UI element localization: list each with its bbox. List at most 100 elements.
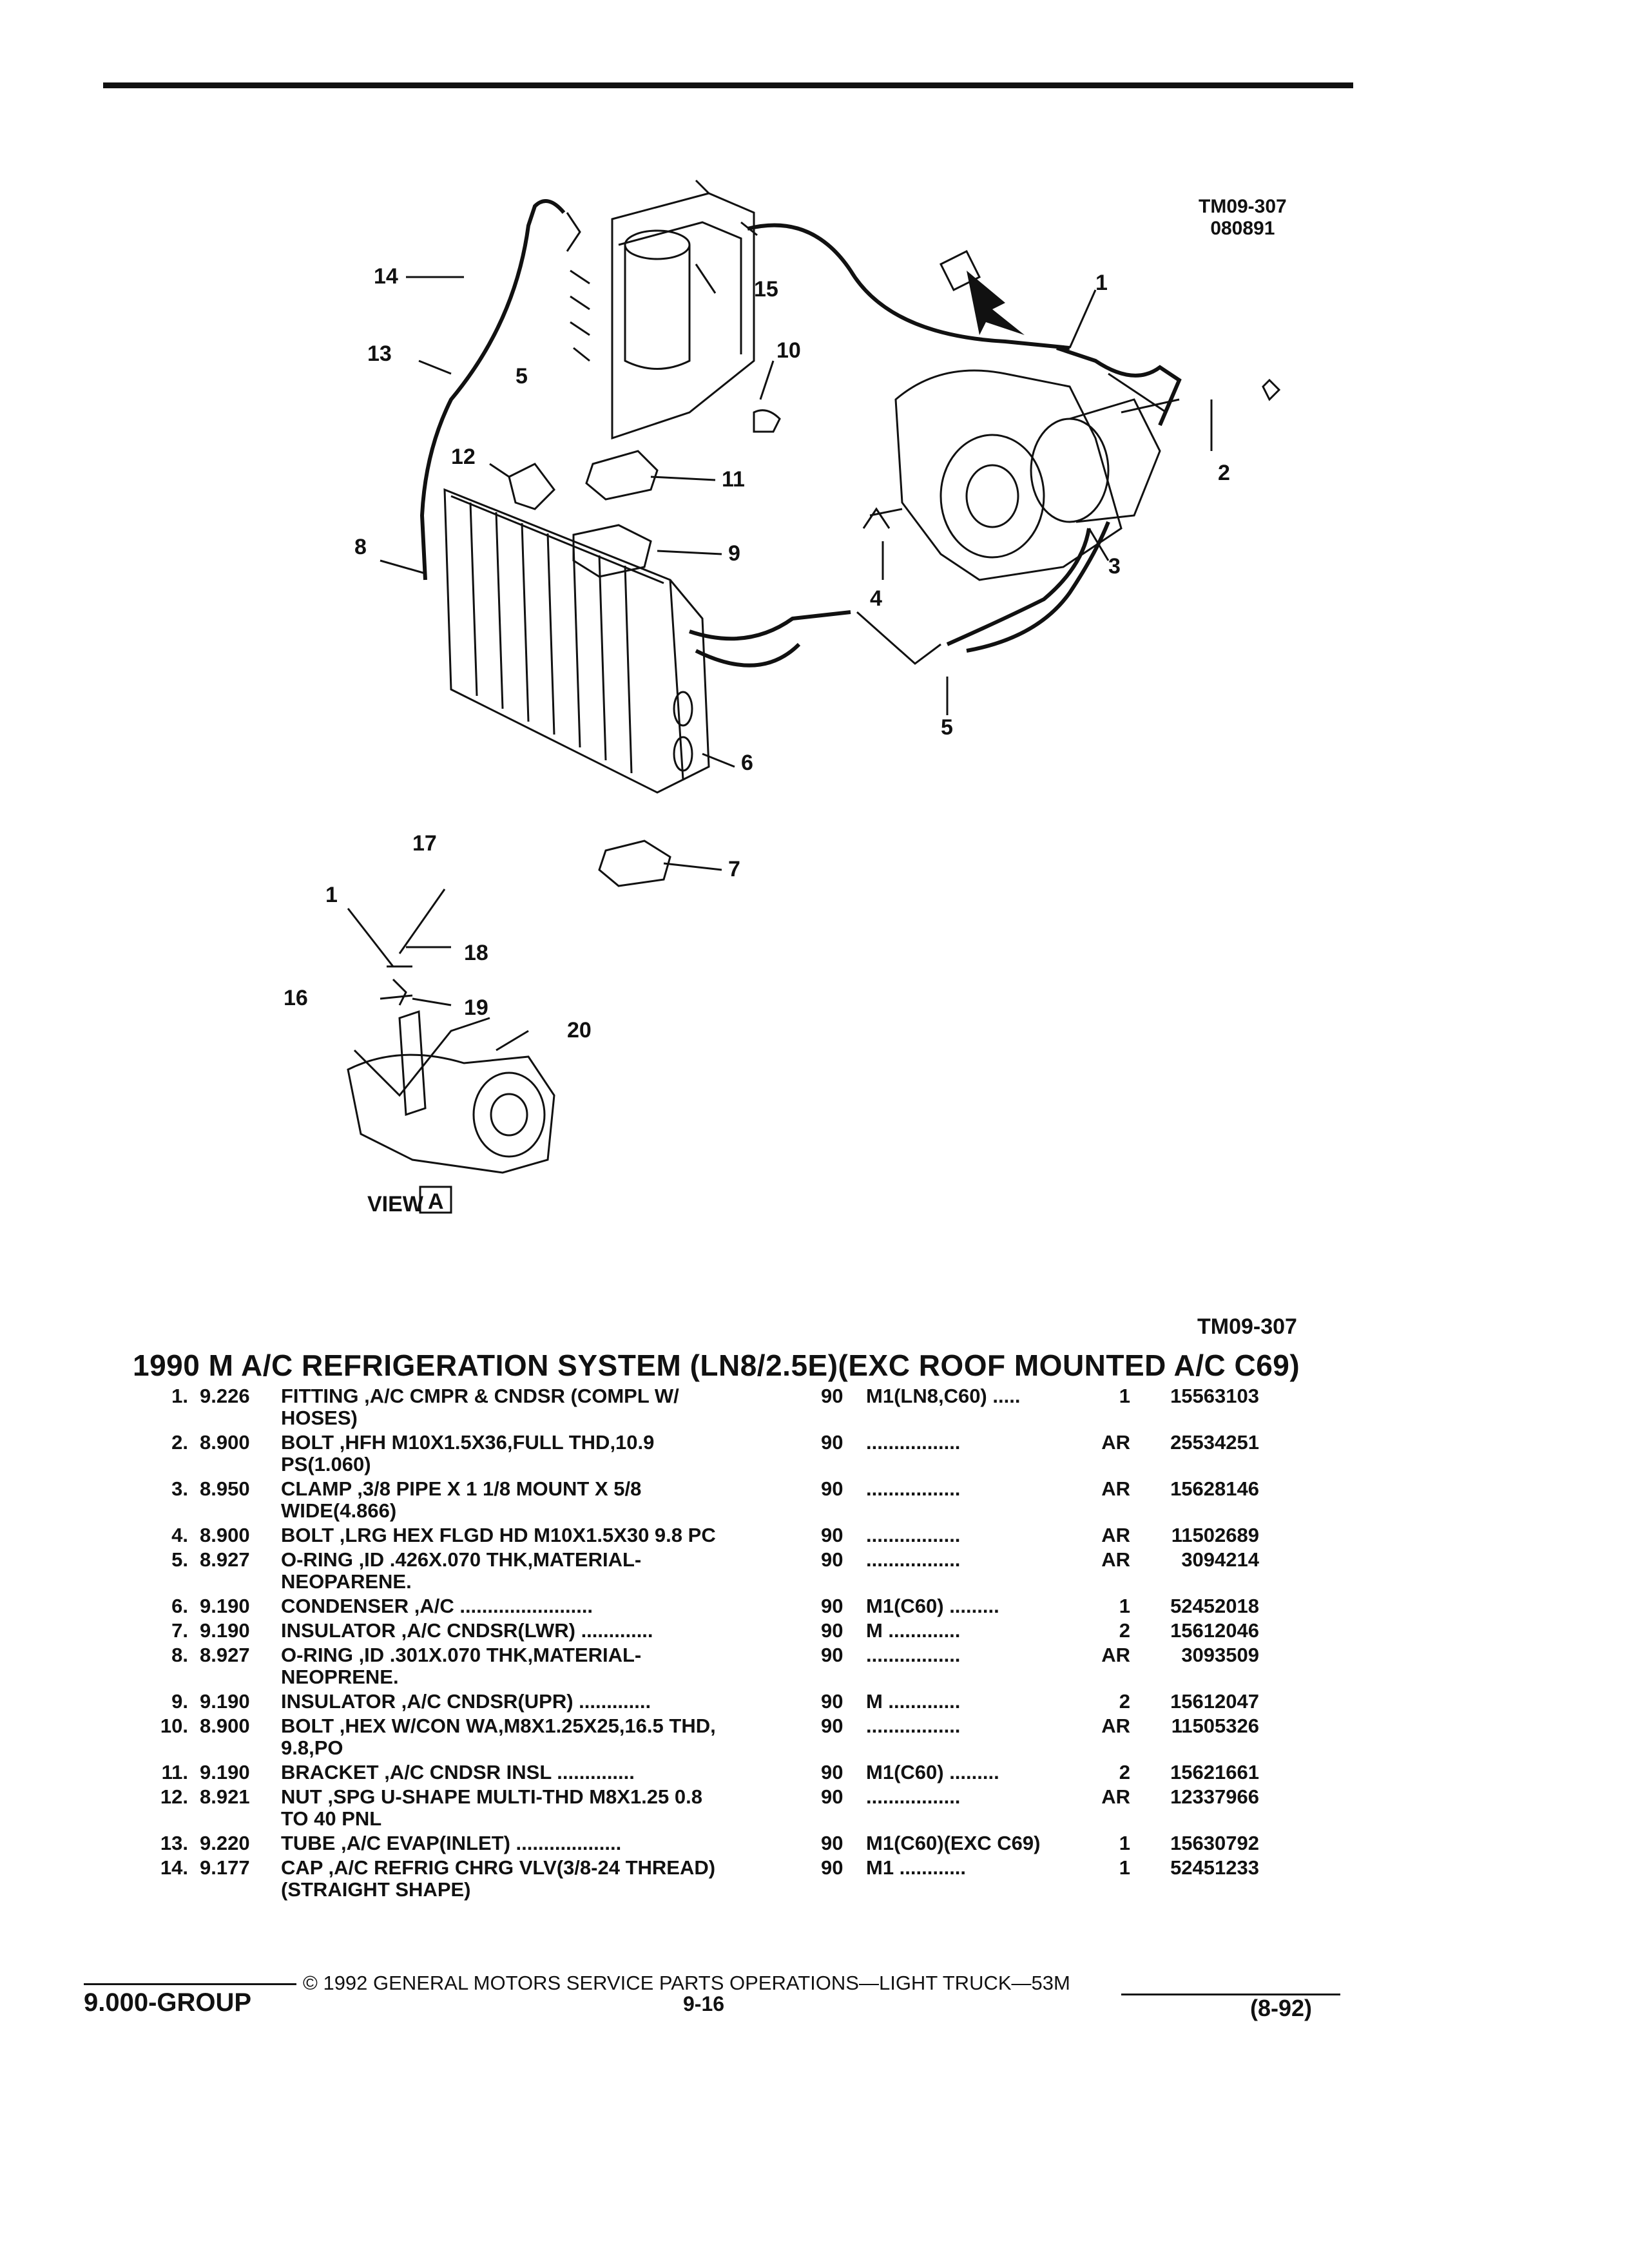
callout-10: 10 — [776, 338, 801, 363]
model-year: 90 — [821, 1524, 843, 1546]
description: TUBE ,A/C EVAP(INLET) ..................… — [271, 1832, 796, 1854]
model-year: 90 — [821, 1385, 843, 1407]
part-detail: ,A/C EVAP(INLET) ................... — [341, 1832, 622, 1854]
description: BOLT ,HEX W/CON WA,M8X1.25X25,16.5 THD,9… — [271, 1715, 796, 1759]
quantity: AR — [1101, 1785, 1130, 1808]
model-year: 90 — [821, 1690, 843, 1713]
model-year: 90 — [821, 1548, 843, 1571]
description: BRACKET ,A/C CNDSR INSL .............. — [271, 1762, 796, 1783]
application: ................. — [866, 1432, 961, 1454]
part-detail: ,A/C CMPR & CNDSR (COMPL W/ — [364, 1385, 679, 1407]
description-line-1: NUT ,SPG U-SHAPE MULTI-THD M8X1.25 0.8 — [281, 1786, 796, 1808]
part-detail: ,A/C CNDSR INSL .............. — [384, 1761, 635, 1783]
model-year: 90 — [821, 1715, 843, 1737]
item-number: 7. — [171, 1619, 188, 1642]
application: M1(C60) ......... — [866, 1595, 999, 1617]
description-line-1: BRACKET ,A/C CNDSR INSL .............. — [281, 1762, 796, 1783]
view-label: VIEW — [367, 1192, 424, 1216]
quantity: 1 — [1119, 1595, 1130, 1617]
description-line-2: HOSES) — [281, 1407, 358, 1429]
callout-14: 14 — [374, 264, 398, 289]
callout-9: 9 — [728, 541, 740, 566]
callout-1: 1 — [1095, 271, 1108, 295]
part-detail: ,LRG HEX FLGD HD M10X1.5X30 9.8 PC — [339, 1524, 716, 1546]
part-detail: ,HEX W/CON WA,M8X1.25X25,16.5 THD, — [339, 1715, 716, 1737]
part-row: 7. 9.190 INSULATOR ,A/C CNDSR(LWR) .......… — [129, 1620, 1353, 1642]
application: ................. — [866, 1715, 961, 1737]
quantity: 1 — [1119, 1832, 1130, 1854]
description-line-2: NEOPRENE. — [281, 1666, 399, 1688]
description-line-1: CLAMP ,3/8 PIPE X 1 1/8 MOUNT X 5/8 — [281, 1478, 796, 1500]
group-code: 8.900 — [200, 1524, 250, 1546]
part-name: O-RING — [281, 1548, 353, 1571]
quantity: 2 — [1119, 1619, 1130, 1642]
description-line-2: 9.8,PO — [281, 1736, 343, 1759]
description-line-1: FITTING ,A/C CMPR & CNDSR (COMPL W/ — [281, 1385, 796, 1407]
application: M1(C60) ......... — [866, 1762, 999, 1783]
diagram-ref-code: TM09-307 — [1199, 196, 1287, 217]
description-line-1: BOLT ,HFH M10X1.5X36,FULL THD,10.9 — [281, 1432, 796, 1454]
description-line-1: INSULATOR ,A/C CNDSR(LWR) ............. — [281, 1620, 796, 1642]
quantity: AR — [1101, 1431, 1130, 1454]
description: O-RING ,ID .426X.070 THK,MATERIAL-NEOPAR… — [271, 1549, 796, 1593]
model-year: 90 — [821, 1856, 843, 1879]
application: M1(C60)(EXC C69) — [866, 1832, 1041, 1854]
application: M1 ............ — [866, 1857, 967, 1879]
callout-20: 20 — [567, 1018, 592, 1043]
quantity: 1 — [1119, 1856, 1130, 1879]
application: M ............. — [866, 1620, 961, 1642]
callout-1-inset: 1 — [325, 883, 338, 907]
page-number: 9-16 — [683, 1992, 725, 2015]
part-name: BRACKET — [281, 1761, 379, 1783]
description: CAP ,A/C REFRIG CHRG VLV(3/8-24 THREAD)(… — [271, 1857, 796, 1901]
group-code: 9.190 — [200, 1619, 250, 1642]
item-number: 13. — [160, 1832, 188, 1854]
quantity: AR — [1101, 1524, 1130, 1546]
view-a-arrow — [939, 249, 1025, 335]
quantity: AR — [1101, 1644, 1130, 1666]
part-detail: ,A/C CNDSR(LWR) ............. — [401, 1619, 653, 1642]
compressor — [894, 346, 1182, 581]
diagram-reference: TM09-307 080891 — [1199, 196, 1287, 240]
part-name: CAP — [281, 1856, 323, 1879]
part-name: CONDENSER — [281, 1595, 409, 1617]
condenser — [443, 488, 710, 794]
part-number: 12337966 — [1170, 1785, 1259, 1808]
description-line-1: TUBE ,A/C EVAP(INLET) ..................… — [281, 1832, 796, 1854]
part-name: CLAMP — [281, 1477, 352, 1500]
part-detail: ,SPG U-SHAPE MULTI-THD M8X1.25 0.8 — [327, 1785, 702, 1808]
item-number: 1. — [171, 1385, 188, 1407]
description-line-2: TO 40 PNL — [281, 1807, 382, 1830]
part-number: 11505326 — [1171, 1715, 1259, 1737]
callout-5-evap: 5 — [516, 364, 528, 389]
part-name: TUBE — [281, 1832, 336, 1854]
view-a-inset — [347, 965, 555, 1214]
item-number: 12. — [160, 1785, 188, 1808]
part-number: 52451233 — [1170, 1856, 1259, 1879]
evaporator-housing — [611, 179, 755, 440]
description-line-2: (STRAIGHT SHAPE) — [281, 1878, 471, 1901]
part-number: 11502689 — [1171, 1524, 1259, 1546]
item-number: 9. — [171, 1690, 188, 1713]
part-detail: ,HFH M10X1.5X36,FULL THD,10.9 — [339, 1431, 655, 1454]
description: INSULATOR ,A/C CNDSR(LWR) ............. — [271, 1620, 796, 1642]
part-detail: ,A/C ........................ — [414, 1595, 593, 1617]
quantity: AR — [1101, 1548, 1130, 1571]
part-number: 52452018 — [1170, 1595, 1259, 1617]
application: M ............. — [866, 1691, 961, 1713]
part-number: 3093509 — [1181, 1644, 1259, 1666]
description: CONDENSER ,A/C ........................ — [271, 1595, 796, 1617]
callout-2: 2 — [1218, 461, 1230, 485]
description-line-2: PS(1.060) — [281, 1453, 371, 1475]
section-reference: TM09-307 — [1197, 1314, 1297, 1339]
part-name: INSULATOR — [281, 1690, 396, 1713]
callout-15: 15 — [754, 277, 778, 302]
